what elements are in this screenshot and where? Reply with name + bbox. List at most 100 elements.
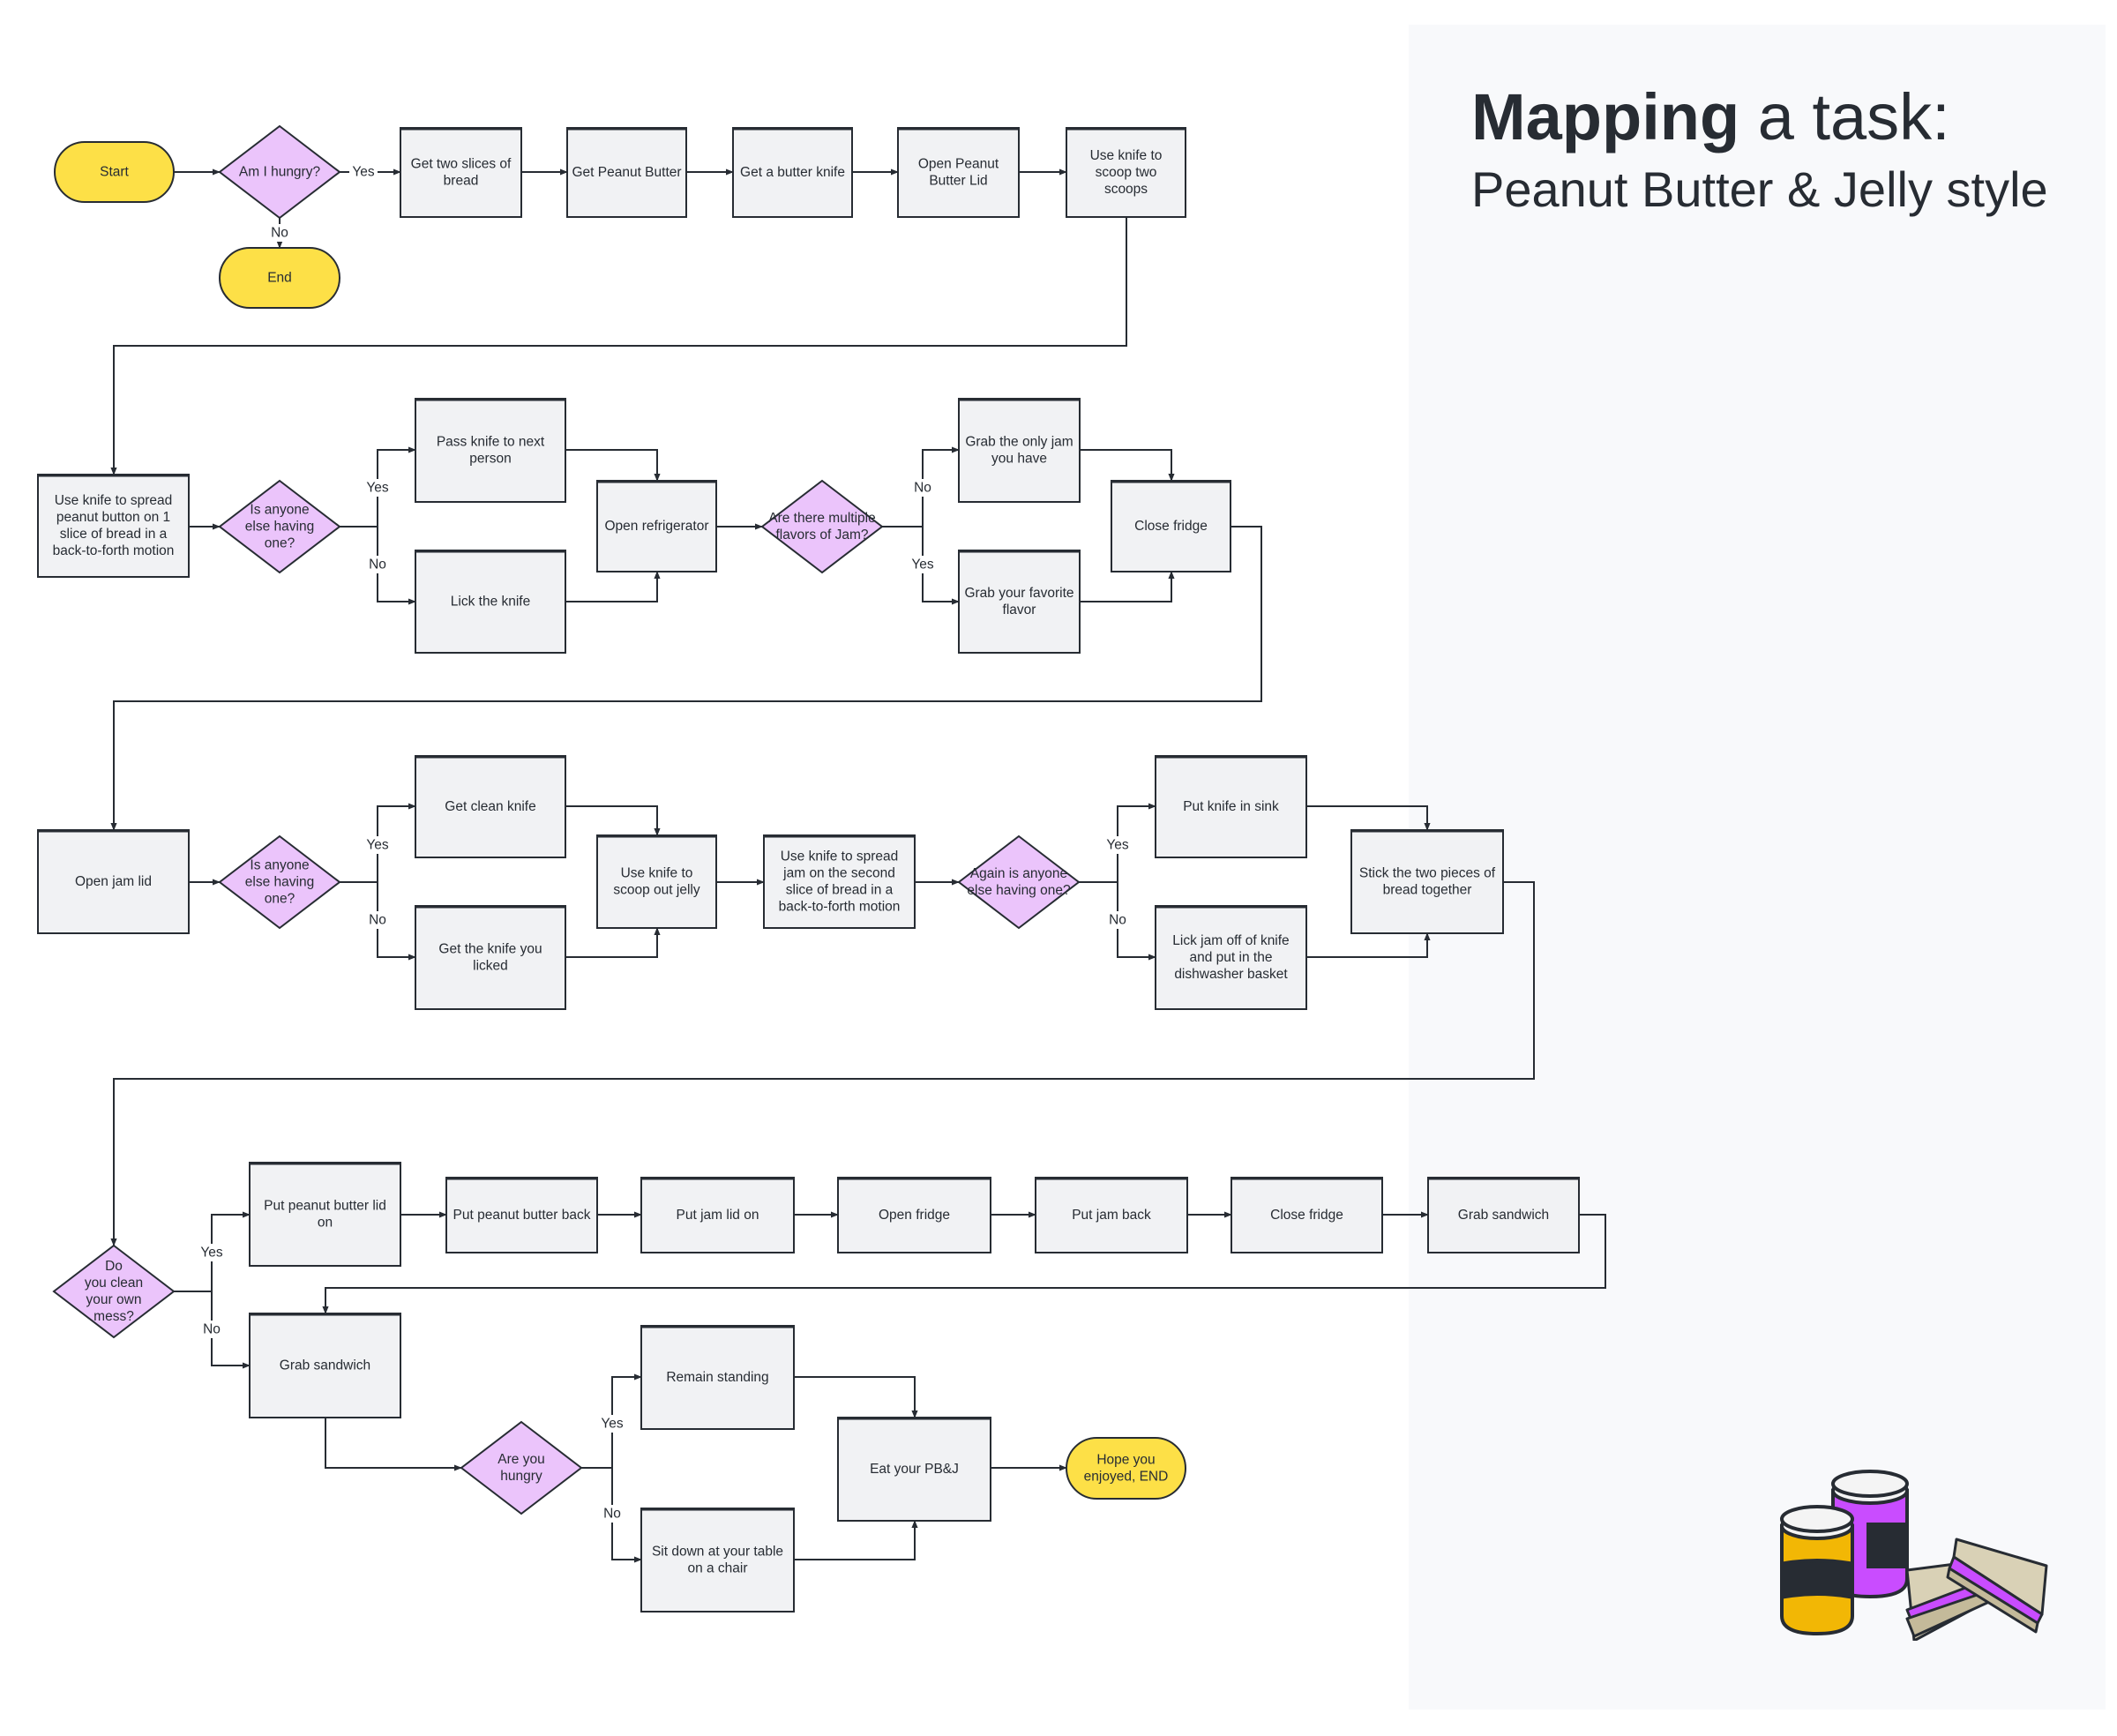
node-jam-lid[interactable]: Put jam lid on [640,1177,795,1253]
node-clean-knife[interactable]: Get clean knife [415,755,566,858]
edge-label-yes: Yes [352,165,375,180]
node-jam-back[interactable]: Put jam back [1035,1177,1188,1253]
process-shape [249,1162,401,1267]
peanut-butter-jar-icon [1780,1505,1854,1636]
node-q-hungry[interactable]: Am I hungry? [218,124,341,220]
node-label: Stick the two pieces of [1359,866,1496,881]
node-eat[interactable]: Eat your PB&J [837,1417,991,1522]
node-close-fridge1[interactable]: Close fridge [1111,480,1231,572]
process-shape [415,398,566,503]
edge-label-bg [198,1321,226,1338]
process-shape [1111,480,1231,572]
node-label: Put jam back [1072,1208,1151,1223]
edge-label-bg [198,1244,226,1261]
process-shape [37,474,190,578]
process-shape [1066,127,1186,218]
connector-arrow [922,527,960,605]
node-label: Lick the knife [451,595,530,610]
node-label: bread [444,174,479,189]
node-label: Are there multiple [768,511,875,526]
process-shape [763,834,916,929]
process-shape [837,1177,991,1253]
decision-shape [957,834,1081,930]
node-open-fridge1[interactable]: Open refrigerator [596,480,717,572]
connector-arrow [211,1291,251,1369]
edge-label-bg [363,556,392,573]
node-spread-jam[interactable]: Use knife to spread jam on the second slic… [763,834,916,929]
edge-label-no: No [369,913,386,928]
node-grab-sandwich2[interactable]: Grab sandwich [249,1313,401,1418]
process-shape [958,398,1081,503]
node-label: Grab sandwich [280,1358,370,1373]
node-get-knife[interactable]: Get a butter knife [732,127,853,218]
edge-label-bg [1103,911,1132,929]
edge-label-no: No [271,226,288,241]
node-remain[interactable]: Remain standing [640,1325,795,1430]
node-lick-knife[interactable]: Lick the knife [415,550,566,654]
node-get-pb[interactable]: Get Peanut Butter [566,127,687,218]
subtitle: Peanut Butter & Jelly style [1471,161,2048,217]
node-label: Use knife to [621,866,693,881]
node-start[interactable]: Start [54,141,175,203]
node-label: Start [100,165,129,180]
edge-label-yes: Yes [366,481,389,496]
node-label: Get two slices of [411,157,512,172]
node-label: slice of bread in a [786,883,894,898]
node-sink[interactable]: Put knife in sink [1155,755,1307,858]
node-label: Pass knife to next [437,435,545,450]
edge-label-bg [363,911,392,929]
node-label: else having [245,520,314,535]
node-label: else having one? [967,883,1071,898]
title-panel [1409,25,2106,1710]
node-label: Get Peanut Butter [572,165,681,180]
node-label: Use knife to spread [781,849,899,864]
node-close-fridge2[interactable]: Close fridge [1231,1177,1383,1253]
page-title: Mapping a task: Peanut Butter & Jelly st… [1471,78,2048,222]
node-label: dishwasher basket [1174,967,1288,982]
decision-shape [460,1420,583,1515]
connectors [110,168,1606,1563]
node-label: Open Peanut [918,157,999,172]
node-label: else having [245,875,314,890]
node-end[interactable]: End [219,247,340,309]
process-shape [596,834,717,929]
node-grab-sandwich1[interactable]: Grab sandwich [1427,1177,1580,1253]
node-label: enjoyed, END [1084,1470,1169,1485]
node-get-bread[interactable]: Get two slices of bread [400,127,522,218]
node-label: slice of bread in a [60,527,168,542]
node-label: Get a butter knife [740,165,845,180]
decision-shape [218,124,341,220]
edge-label-no: No [914,481,931,496]
connector-arrow [325,1418,462,1471]
node-pb-back[interactable]: Put peanut butter back [445,1177,598,1253]
node-label: Butter Lid [929,174,987,189]
node-label: Remain standing [666,1370,768,1385]
process-shape [415,550,566,654]
node-label: peanut button on 1 [56,510,170,525]
node-label: jam on the second [782,866,895,881]
connector-arrow [377,882,416,961]
node-open-jam[interactable]: Open jam lid [37,829,190,934]
connector-arrow [110,217,1127,475]
node-open-fridge2[interactable]: Open fridge [837,1177,991,1253]
